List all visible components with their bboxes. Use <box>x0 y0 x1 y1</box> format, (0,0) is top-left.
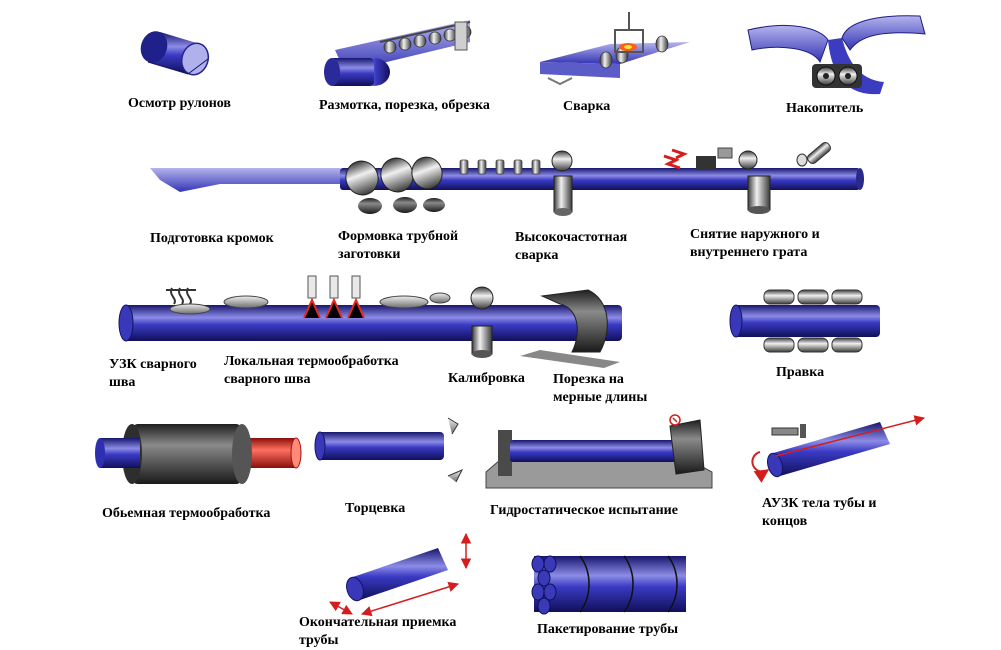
label-cut-to-length: Порезка на мерные длины <box>553 372 648 405</box>
facing-icon <box>314 417 464 483</box>
finishing-line-icon <box>118 275 622 368</box>
coil-icon <box>140 31 210 76</box>
label-full-heat-treatment: Обьемная термообработка <box>102 506 271 521</box>
label-hf-welding: Высокочастотная сварка <box>515 230 628 263</box>
straightening-icon <box>729 289 880 353</box>
label-forming: Формовка трубной заготовки <box>338 229 459 262</box>
label-coil-inspection: Осмотр рулонов <box>128 96 231 111</box>
chip-icon <box>796 141 832 167</box>
label-uncoiling: Размотка, порезка, обрезка <box>319 98 490 113</box>
welding-icon <box>540 12 690 86</box>
furnace-icon <box>95 424 302 484</box>
accumulator-icon <box>747 15 926 95</box>
label-bundling: Пакетирование трубы <box>537 622 679 637</box>
label-hydrostatic-test: Гидростатическое испытание <box>490 503 678 518</box>
label-sizing: Калибровка <box>448 371 525 386</box>
label-body-end-ut: АУЗК тела тубы и концов <box>762 496 877 529</box>
forming-line-icon <box>150 141 864 216</box>
label-accumulator: Накопитель <box>786 101 864 116</box>
label-edge-preparation: Подготовка кромок <box>150 231 274 246</box>
label-straightening: Правка <box>776 365 825 380</box>
label-seam-ut: УЗК сварного шва <box>109 357 197 390</box>
pipe-bundle-icon <box>531 555 686 615</box>
label-welding: Сварка <box>563 99 611 114</box>
label-final-acceptance: Окончательная приемка трубы <box>299 615 457 648</box>
uncoiling-line-icon <box>324 20 472 86</box>
label-facing: Торцевка <box>345 501 406 516</box>
final-acceptance-icon <box>329 532 472 617</box>
label-local-heat-treatment: Локальная термообработка сварного шва <box>224 354 399 387</box>
label-burr-removal: Снятие наружного и внутреннего грата <box>690 227 820 260</box>
ut-inspection-icon <box>751 415 926 483</box>
hydrotest-icon <box>485 414 713 489</box>
